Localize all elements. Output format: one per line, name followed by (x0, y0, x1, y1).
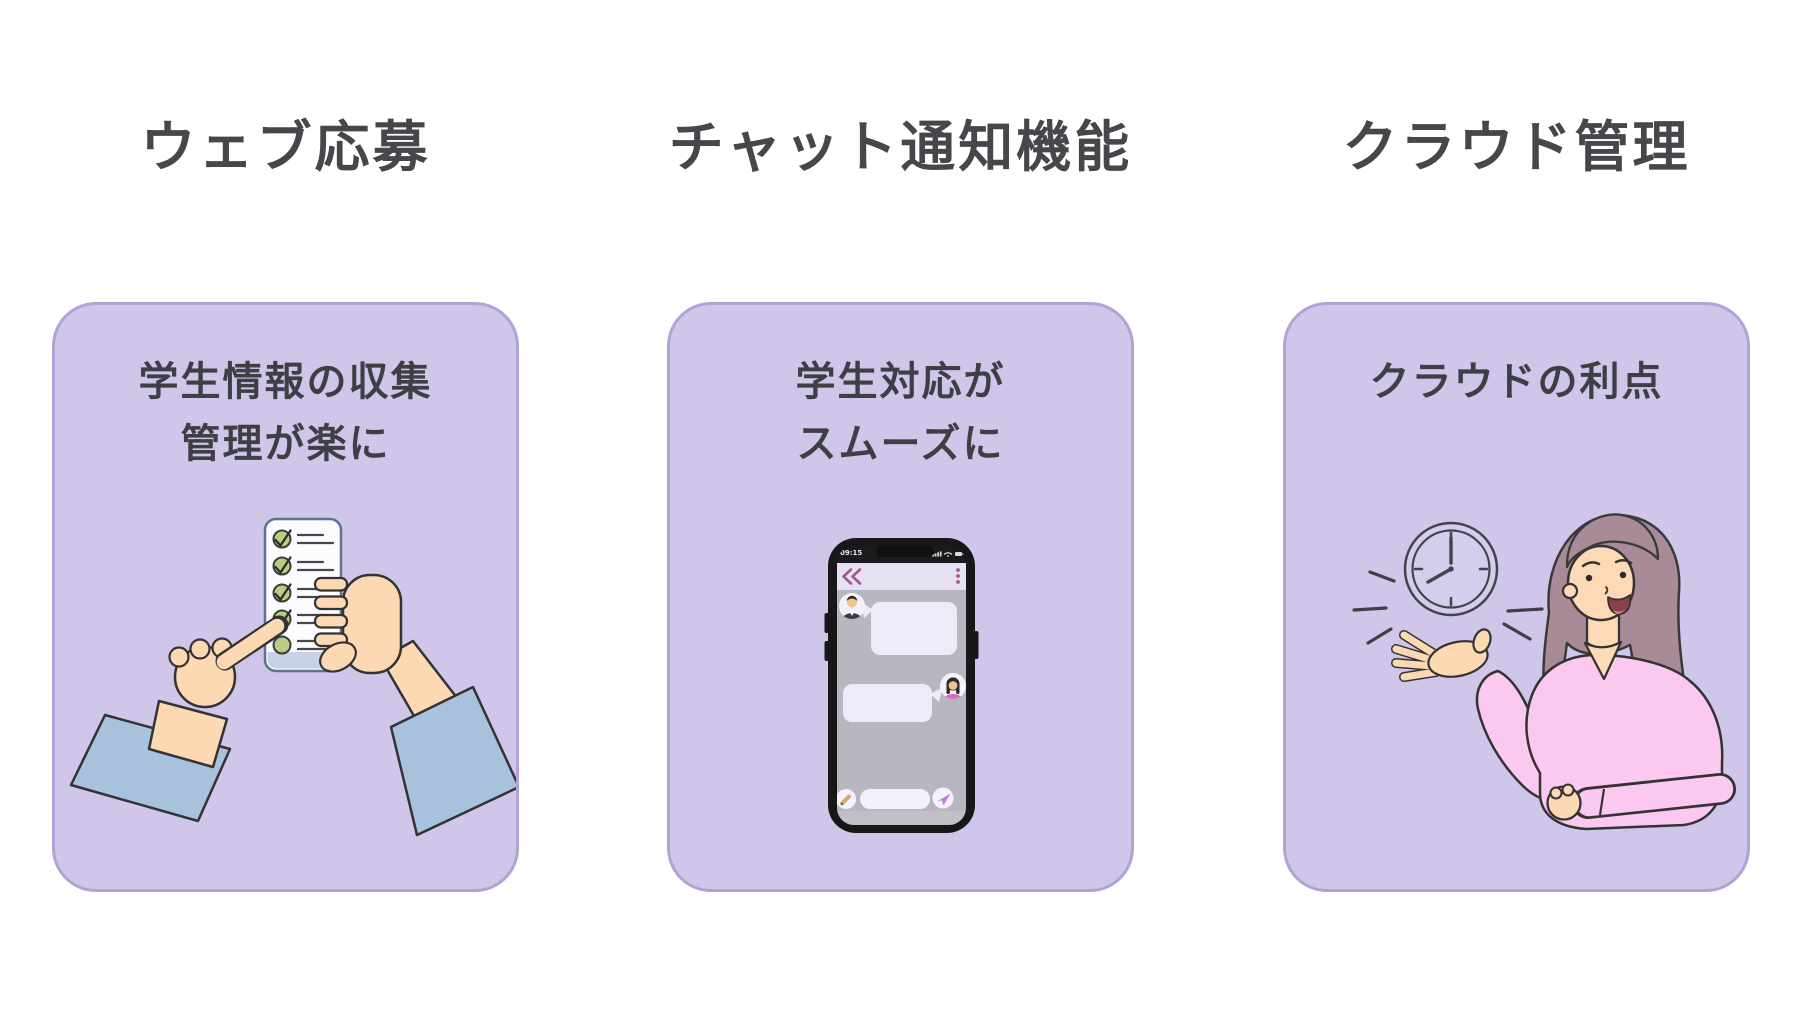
card-title-line: クラウドの利点 (1369, 359, 1664, 405)
emphasis-rays (1352, 570, 1544, 645)
card-title-line: 管理が楽に (180, 421, 391, 467)
feature-card: クラウドの利点 (1283, 302, 1750, 892)
eye (1619, 571, 1627, 579)
column-cloud-management: クラウド管理 クラウドの利点 (1283, 0, 1750, 1012)
ear (1561, 582, 1579, 600)
thumb (1472, 628, 1492, 654)
kebab-menu-icon (956, 568, 960, 584)
face-features (1581, 559, 1633, 595)
smartphone-chat-illustration: 09:15 (824, 538, 979, 833)
pencil-icon (840, 794, 851, 806)
blue-sleeve (389, 685, 516, 837)
crossed-arm (1546, 773, 1736, 821)
wifi-icon (943, 552, 953, 556)
chat-message-left (839, 593, 957, 655)
chat-message-right (843, 673, 966, 722)
column-heading: クラウド管理 (1342, 115, 1691, 179)
column-heading: チャット通知機能 (668, 115, 1133, 179)
hands-tapping-phone-checklist-illustration (69, 517, 516, 837)
woman-figure (1391, 513, 1736, 831)
message-input (860, 789, 930, 809)
card-title: 学生情報の収集 管理が楽に (55, 351, 516, 475)
woman-presenting-clock-illustration (1352, 513, 1736, 831)
chat-bubble (871, 602, 957, 655)
battery-icon (955, 552, 962, 556)
checkmark-icon (274, 583, 292, 602)
feature-card: 学生対応が スムーズに (667, 302, 1134, 892)
send-icon (937, 793, 951, 806)
card-title-line: スムーズに (796, 421, 1005, 467)
card-title-line: 学生情報の収集 (138, 359, 433, 405)
holding-hand (313, 573, 516, 837)
card-title-line: 学生対応が (795, 359, 1006, 405)
chat-header (837, 563, 966, 590)
card-title: クラウドの利点 (1286, 351, 1747, 413)
pointing-hand (69, 615, 289, 823)
back-chevron-icon (842, 568, 862, 585)
thumb (319, 641, 357, 673)
status-time: 09:15 (840, 549, 862, 557)
tongue (1613, 609, 1626, 615)
v-neck-skin (1583, 640, 1623, 681)
clock-icon (1403, 521, 1499, 617)
card-title: 学生対応が スムーズに (670, 351, 1131, 475)
checkmark-icon (274, 556, 292, 575)
chat-input-row (837, 787, 954, 809)
hour-hand (1426, 567, 1453, 584)
checkmark-icon (274, 529, 292, 548)
checklist-row (272, 556, 335, 576)
chat-phone: 09:15 (824, 538, 979, 833)
mouth (1607, 594, 1632, 615)
eye (1585, 574, 1593, 582)
column-heading: ウェブ応募 (140, 115, 431, 179)
checklist-row (272, 529, 335, 549)
status-icons (932, 551, 964, 557)
open-hand (1391, 628, 1492, 682)
column-web-application: ウェブ応募 学生情報の収集 管理が楽に (52, 0, 519, 1012)
hair-front (1565, 513, 1660, 569)
notch (876, 546, 934, 557)
feature-card: 学生情報の収集 管理が楽に (52, 302, 519, 892)
chat-bubble (843, 684, 932, 722)
column-chat-notification: チャット通知機能 学生対応が スムーズに (667, 0, 1134, 1012)
